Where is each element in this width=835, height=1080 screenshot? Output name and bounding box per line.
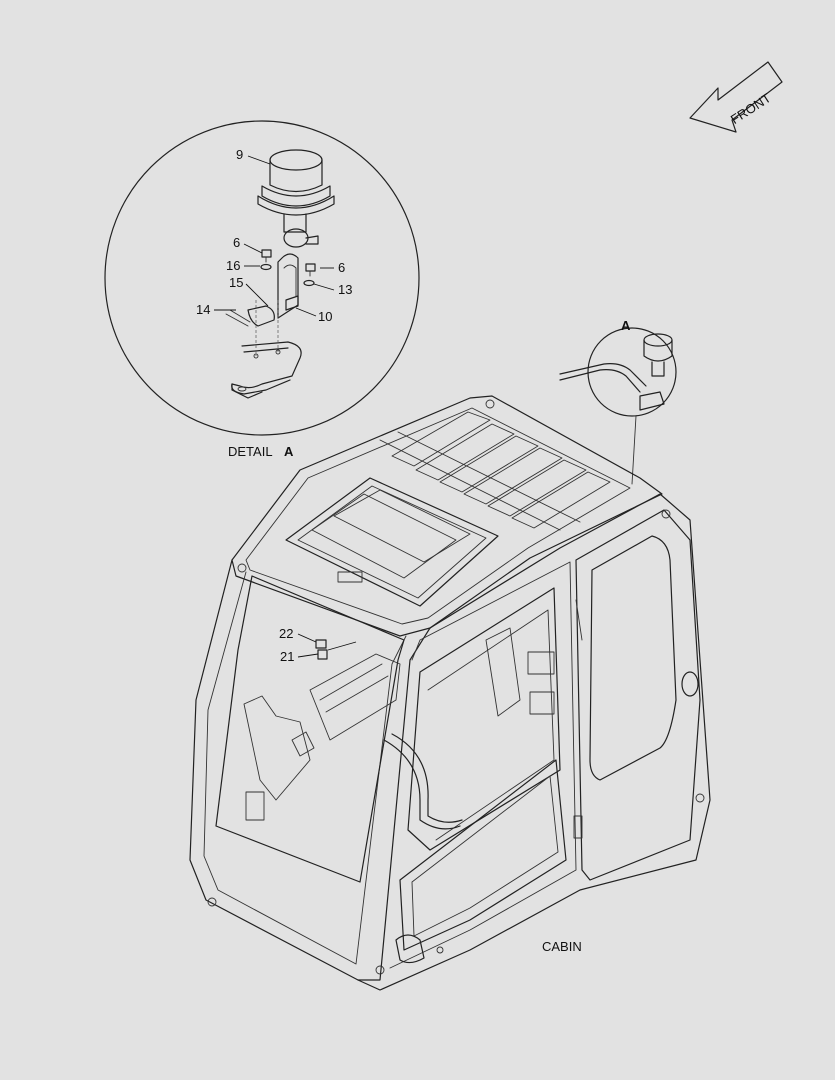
detail-caption-text: DETAIL — [228, 444, 273, 459]
callout-9: 9 — [236, 147, 243, 162]
callout-13: 13 — [338, 282, 352, 297]
leader-lines — [214, 155, 335, 317]
detail-caption: DETAIL A — [228, 444, 294, 459]
callout-10: 10 — [318, 309, 332, 324]
callout-22: 22 — [279, 626, 293, 641]
clamp-15 — [225, 305, 275, 327]
callout-14: 14 — [196, 302, 210, 317]
detail-caption-letter: A — [284, 444, 294, 459]
beacon-lamp — [257, 149, 335, 248]
callout-15: 15 — [229, 275, 243, 290]
detail-marker-letter: A — [621, 318, 631, 333]
washer-16 — [260, 263, 272, 271]
roof-guard-rails — [379, 411, 611, 531]
callout-16: 16 — [226, 258, 240, 273]
detail-marker-a: A — [559, 318, 677, 485]
cabin-drawing — [189, 395, 711, 991]
cabin-label: CABIN — [542, 939, 582, 954]
cabin-door — [573, 509, 701, 881]
washer-13 — [303, 279, 315, 287]
front-arrow: FRONT — [689, 61, 783, 133]
bolt-6-right — [305, 263, 316, 277]
detail-a-circle: 9 6 16 6 15 13 14 10 — [104, 120, 420, 436]
bracket-10 — [277, 253, 299, 319]
roof-window — [285, 477, 499, 607]
bolt-6-left — [261, 249, 272, 263]
mount-plate — [231, 300, 302, 399]
callout-6-left: 6 — [233, 235, 240, 250]
cabin-interior — [243, 627, 555, 821]
front-arrow-label: FRONT — [728, 90, 774, 127]
callout-6-right: 6 — [338, 260, 345, 275]
callout-21: 21 — [280, 649, 294, 664]
